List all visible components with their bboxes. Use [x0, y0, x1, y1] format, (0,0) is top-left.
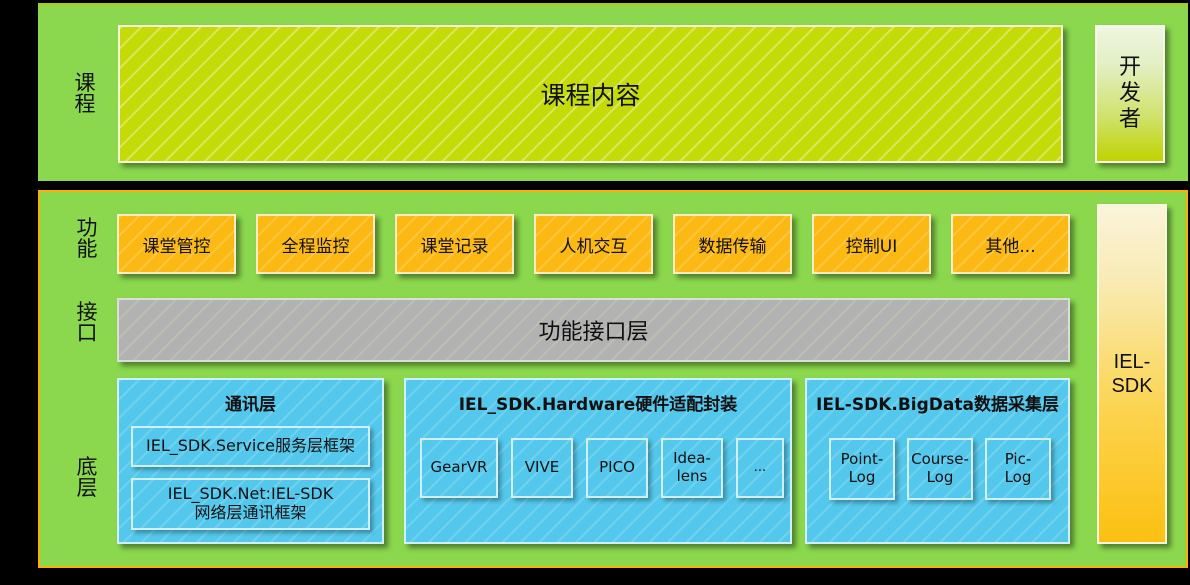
function-box-label: 课堂管控	[142, 236, 211, 257]
function-box-label: 课堂记录	[420, 236, 489, 257]
iel-sdk-label: IEL- SDK	[1111, 351, 1153, 397]
interface-layer-bar[interactable]: 功能接口层	[117, 298, 1070, 362]
base-group-communication[interactable]: 通讯层 IEL_SDK.Service服务层框架 IEL_SDK.Net:IEL…	[117, 378, 384, 544]
base-sub-box-label: IEL_SDK.Net:IEL-SDK 网络层通讯框架	[167, 484, 334, 522]
base-sub-box-label: Point- Log	[840, 450, 884, 486]
base-sub-box-idealens[interactable]: Idea- lens	[661, 438, 723, 498]
base-group-title: IEL-SDK.BigData数据采集层	[816, 395, 1059, 415]
base-sub-box-label: Pic- Log	[1004, 450, 1032, 486]
course-content-label: 课程内容	[540, 82, 641, 110]
function-box-label: 全程监控	[281, 236, 350, 257]
function-box-label: 数据传输	[698, 236, 767, 257]
function-box-2[interactable]: 全程监控	[256, 214, 375, 274]
function-box-label: 控制UI	[845, 236, 898, 257]
developer-label: 开发者	[1118, 55, 1141, 132]
row-label-function: 功能	[76, 216, 98, 262]
function-box-5[interactable]: 数据传输	[673, 214, 792, 274]
function-box-7[interactable]: 其他...	[951, 214, 1070, 274]
base-group-hardware[interactable]: IEL_SDK.Hardware硬件适配封装 GearVR VIVE	[404, 378, 792, 544]
function-box-1[interactable]: 课堂管控	[117, 214, 236, 274]
row-label-course: 课程	[74, 71, 96, 117]
base-group-title: 通讯层	[225, 395, 276, 415]
function-box-label: 其他...	[985, 236, 1036, 257]
base-sub-box-more[interactable]: ...	[736, 438, 784, 498]
base-sub-box-piclog[interactable]: Pic- Log	[985, 438, 1051, 500]
developer-box[interactable]: 开发者	[1095, 25, 1165, 163]
base-sub-box-courselog[interactable]: Course- Log	[907, 438, 973, 500]
interface-layer-label: 功能接口层	[538, 320, 649, 345]
base-sub-box-label: ...	[753, 460, 767, 476]
base-sub-box-label: Idea- lens	[673, 449, 711, 485]
iel-sdk-bar[interactable]: IEL- SDK	[1097, 204, 1167, 544]
function-box-6[interactable]: 控制UI	[812, 214, 931, 274]
base-group-bigdata[interactable]: IEL-SDK.BigData数据采集层 Point- Log Course- …	[805, 378, 1070, 544]
row-label-interface: 接口	[76, 300, 98, 346]
function-box-4[interactable]: 人机交互	[534, 214, 653, 274]
base-sub-box-pointlog[interactable]: Point- Log	[829, 438, 895, 500]
base-sub-box-label: PICO	[599, 458, 635, 477]
function-box-label: 人机交互	[559, 236, 628, 257]
platform-panel: 功能 接口 底层 课堂管控 全程监控 课堂记录	[38, 190, 1188, 568]
base-group-title: IEL_SDK.Hardware硬件适配封装	[458, 395, 738, 415]
base-sub-box-label: IEL_SDK.Service服务层框架	[146, 436, 355, 456]
course-content-box[interactable]: 课程内容	[118, 25, 1063, 163]
base-sub-box-gearvr[interactable]: GearVR	[420, 438, 498, 498]
function-box-3[interactable]: 课堂记录	[395, 214, 514, 274]
base-sub-box-vive[interactable]: VIVE	[511, 438, 573, 498]
row-label-base: 底层	[76, 455, 98, 501]
base-sub-box-pico[interactable]: PICO	[586, 438, 648, 498]
base-sub-box-net[interactable]: IEL_SDK.Net:IEL-SDK 网络层通讯框架	[131, 478, 370, 530]
base-sub-box-label: GearVR	[430, 458, 488, 477]
base-sub-box-label: VIVE	[524, 458, 560, 477]
base-sub-box-label: Course- Log	[911, 450, 969, 486]
course-layer-panel: 课程 课程内容 开发者	[38, 3, 1188, 181]
base-sub-box-service[interactable]: IEL_SDK.Service服务层框架	[131, 426, 370, 467]
